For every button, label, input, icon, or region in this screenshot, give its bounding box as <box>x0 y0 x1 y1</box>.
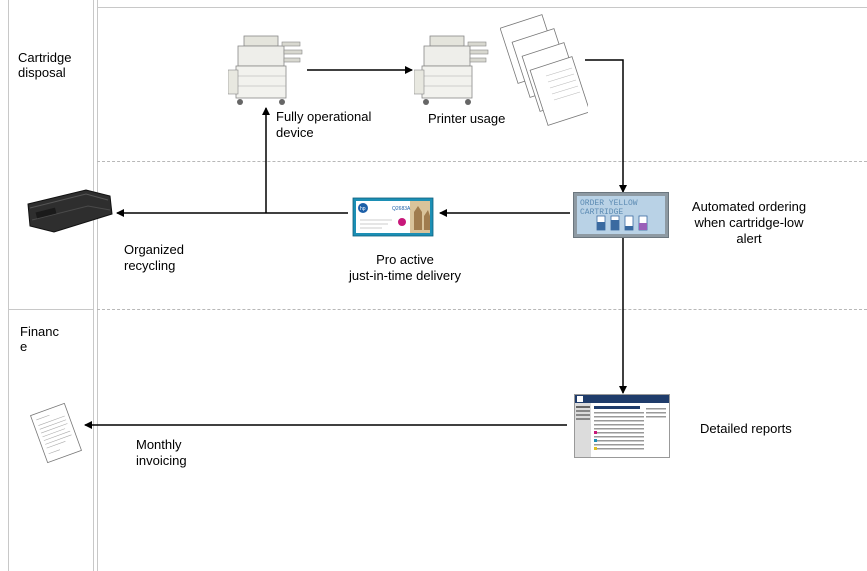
swimlane-separator-top <box>97 161 867 162</box>
report-screenshot-icon <box>574 394 670 458</box>
left-lane-separator <box>8 309 94 310</box>
lane-divider <box>93 0 94 571</box>
label-pro-active-delivery: Pro active just-in-time delivery <box>349 252 461 283</box>
lane-divider-inner <box>97 0 98 571</box>
label-monthly-invoicing: Monthly invoicing <box>136 437 187 468</box>
invoice-icon <box>30 402 82 464</box>
label-organized-recycling: Organized recycling <box>124 242 184 273</box>
swimlane-separator-bottom <box>97 309 867 310</box>
documents-icon <box>500 14 588 126</box>
printer-icon <box>414 35 489 105</box>
lane-label-cartridge-disposal: Cartridge disposal <box>18 50 72 80</box>
printer-icon <box>228 35 303 105</box>
label-automated-ordering: Automated ordering when cartridge-low al… <box>691 199 807 246</box>
lane-label-finance: Financ e <box>20 324 60 354</box>
left-border <box>8 0 9 571</box>
toner-box-icon: hp Q2683A <box>352 197 434 237</box>
toner-box-brand: hp <box>360 206 366 212</box>
toner-box-model: Q2683A <box>392 206 411 212</box>
panel-line-1: ORDER YELLOW <box>580 199 638 208</box>
panel-line-2: CARTRIDGE <box>580 208 623 217</box>
label-printer-usage: Printer usage <box>428 111 506 126</box>
toner-cartridge-icon <box>27 189 113 233</box>
arrow-usage-to-panel <box>585 59 627 193</box>
label-fully-operational-device: Fully operational device <box>276 109 372 140</box>
top-border <box>97 7 867 8</box>
lcd-panel-icon: ORDER YELLOW CARTRIDGE <box>573 192 669 238</box>
label-detailed-reports: Detailed reports <box>700 421 792 436</box>
